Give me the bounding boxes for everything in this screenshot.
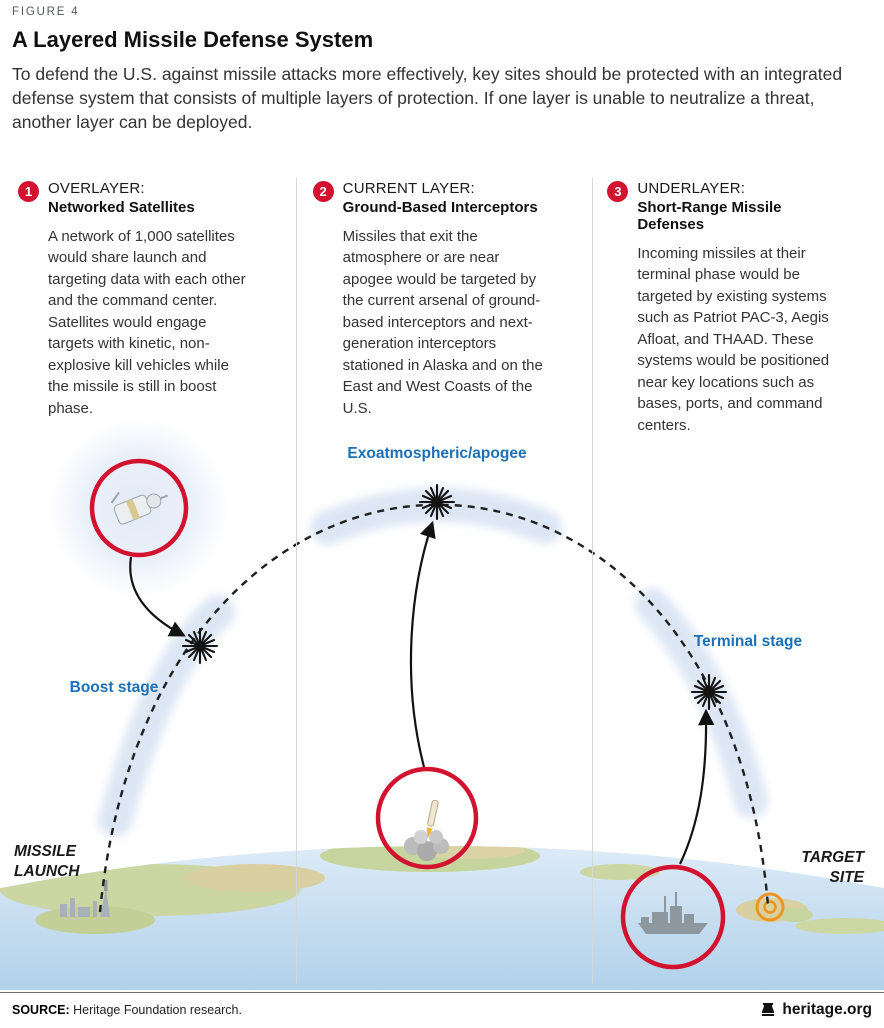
column-divider	[592, 178, 593, 984]
layer-heading-text: UNDERLAYER: Short-Range Missile Defenses	[637, 180, 840, 233]
trajectory-diagram: Exoatmospheric/apogee Boost stage Termin…	[0, 420, 884, 990]
satellite-red-circle	[89, 458, 189, 558]
ship-red-circle	[620, 864, 726, 970]
layer-column-underlayer: 3 UNDERLAYER: Short-Range Missile Defens…	[589, 180, 884, 436]
launch-site-icon	[60, 880, 110, 917]
missile-launch-label: MISSILE LAUNCH	[14, 843, 80, 881]
target-site-label: TARGET SITE	[801, 849, 864, 887]
figure-label: FIGURE 4	[12, 6, 80, 18]
header: FIGURE 4 A Layered Missile Defense Syste…	[12, 6, 872, 134]
layer-body: Missiles that exit the atmosphere or are…	[342, 228, 543, 417]
layer-heading: 3 UNDERLAYER: Short-Range Missile Defens…	[607, 180, 840, 233]
layer-kicker: UNDERLAYER:	[637, 180, 746, 197]
boost-stage-label: Boost stage	[69, 679, 159, 696]
layer-number-badge: 2	[312, 181, 334, 202]
layer-number-badge: 3	[607, 181, 629, 202]
layer-heading-text: CURRENT LAYER: Ground-Based Interceptors	[343, 180, 538, 216]
heritage-bell-icon	[762, 1003, 775, 1016]
satellite-intercept-arrow	[129, 556, 186, 637]
interceptor-arrow	[409, 520, 436, 768]
terminal-stage-label: Terminal stage	[693, 633, 803, 650]
layer-body: A network of 1,000 satellites would shar…	[48, 228, 246, 417]
target-marker-icon	[755, 892, 785, 922]
layer-heading: 2 CURRENT LAYER: Ground-Based Intercepto…	[312, 180, 546, 216]
heritage-brand: heritage.org	[760, 1001, 872, 1019]
layer-kicker: OVERLAYER:	[48, 180, 145, 197]
column-divider	[296, 178, 297, 984]
layer-name: Networked Satellites	[48, 199, 195, 216]
source-label: SOURCE:	[12, 1003, 70, 1017]
intercept-arrows	[129, 520, 715, 865]
satellite-icon	[89, 458, 189, 558]
layer-heading: 1 OVERLAYER: Networked Satellites	[18, 180, 251, 216]
interceptor-red-circle	[375, 766, 479, 870]
layer-name: Short-Range Missile Defenses	[637, 199, 782, 233]
page-title: A Layered Missile Defense System	[12, 27, 374, 52]
layer-kicker: CURRENT LAYER:	[342, 180, 475, 197]
ship-intercept-arrow	[679, 708, 715, 865]
layer-body: Incoming missiles at their terminal phas…	[637, 245, 830, 434]
heritage-site-text: heritage.org	[782, 1001, 872, 1018]
layer-heading-text: OVERLAYER: Networked Satellites	[48, 180, 195, 216]
layer-column-current: 2 CURRENT LAYER: Ground-Based Intercepto…	[295, 180, 590, 436]
missile-trajectory-path	[98, 503, 770, 913]
source-line: SOURCE: Heritage Foundation research.	[12, 1003, 242, 1017]
apogee-label: Exoatmospheric/apogee	[347, 445, 527, 462]
layer-column-overlayer: 1 OVERLAYER: Networked Satellites A netw…	[0, 180, 295, 436]
source-text: Heritage Foundation research.	[69, 1003, 242, 1017]
trajectory-diagram-art	[0, 420, 884, 990]
intro-text: To defend the U.S. against missile attac…	[12, 64, 843, 132]
layer-number-badge: 1	[18, 181, 39, 202]
layer-descriptions: 1 OVERLAYER: Networked Satellites A netw…	[0, 180, 884, 436]
footer: SOURCE: Heritage Foundation research. he…	[0, 992, 884, 1019]
ship-icon	[620, 864, 726, 970]
interceptor-launch-icon	[375, 766, 479, 870]
layer-name: Ground-Based Interceptors	[342, 199, 538, 216]
